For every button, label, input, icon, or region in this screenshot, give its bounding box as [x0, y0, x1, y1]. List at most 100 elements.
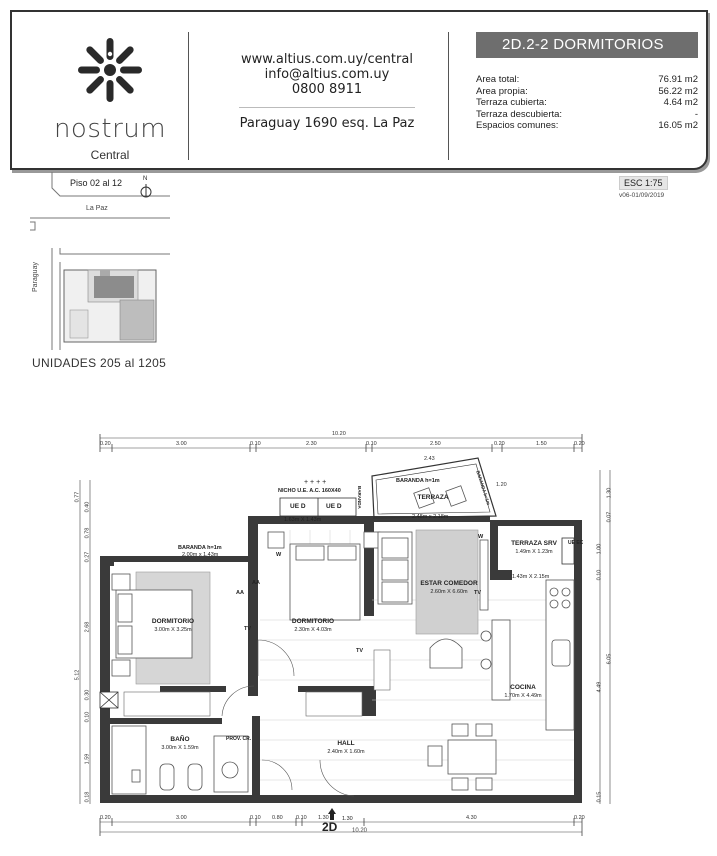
version-label: v06-01/09/2019 — [619, 192, 665, 199]
dim-right: 0.15 — [596, 791, 603, 803]
street-paraguay: Paraguay — [32, 262, 39, 292]
ue-dim: 1.63m X 1.43m — [284, 517, 322, 523]
dim-left: 0.30 — [84, 689, 91, 701]
contact-website[interactable]: www.altius.com.uy/central — [241, 52, 413, 67]
tv-label-2: TV — [356, 648, 364, 654]
dimension-lines — [79, 434, 611, 836]
dim-top: 0.10 — [250, 441, 261, 447]
room-terraza: TERRAZA — [417, 494, 449, 501]
dim-top: 1.50 — [536, 441, 547, 447]
dim-right: 0.10 — [596, 569, 603, 581]
partition — [373, 649, 391, 691]
dim-left: 0.10 — [84, 711, 91, 723]
floor-range-label: Piso 02 al 12 — [70, 178, 123, 188]
entry-dim: 1.30 — [342, 816, 353, 822]
armchair — [429, 638, 463, 669]
dim-right: 6.05 — [606, 653, 613, 665]
dim-left: 5.12 — [74, 669, 81, 681]
north-label: N — [143, 176, 148, 182]
washer-icon — [99, 691, 119, 709]
contact-divider — [239, 107, 415, 108]
dim-top-total: 10.20 — [332, 431, 346, 437]
contact-address: Paraguay 1690 esq. La Paz — [239, 116, 415, 131]
dim-top: 2.30 — [306, 441, 317, 447]
closets — [123, 691, 363, 717]
header-card: nostrum Central www.altius.com.uy/centra… — [10, 10, 708, 170]
unit-code-label: 2D — [322, 820, 338, 834]
terrace-chairs — [413, 485, 467, 509]
brand-subtitle: Central — [90, 148, 130, 162]
nicho-label: NICHO U.E. A.C. 160X40 — [278, 488, 341, 494]
dim-left: 0.78 — [84, 527, 91, 539]
north-arrow-icon — [140, 184, 152, 198]
svg-text:+ + + +: + + + + — [304, 479, 326, 486]
key-plan — [30, 172, 170, 350]
contact-email[interactable]: info@altius.com.uy — [264, 67, 390, 82]
bathroom-fixtures — [111, 725, 249, 795]
area-row: Area propia:56.22 m2 — [476, 85, 698, 97]
area-row: Terraza cubierta:4.64 m2 — [476, 97, 698, 108]
terraza-outline — [371, 457, 497, 519]
ue-ec-label: UE EC — [568, 540, 584, 546]
contact-phone: 0800 8911 — [291, 82, 363, 97]
ue-label-1: UE D — [290, 503, 306, 510]
ue-units: + + + + — [279, 479, 357, 517]
ue-ec-box — [561, 537, 575, 565]
area-row: Espacios comunes:16.05 m2 — [476, 120, 698, 131]
dim-bottom: 0.20 — [574, 815, 585, 821]
dim-terraza-top: 2.43 — [424, 456, 435, 462]
contact-block: www.altius.com.uy/central info@altius.co… — [202, 52, 452, 131]
baranda-label: BARANDA h=1m — [178, 545, 222, 551]
area-row: Area total:76.91 m2 — [476, 74, 698, 85]
dim-right: 1.30 — [606, 487, 613, 499]
dim-right: 0.07 — [606, 511, 613, 523]
dim-left: 0.27 — [84, 551, 91, 563]
aa-label-2: AA — [252, 580, 260, 586]
baranda-terraza-label: BARANDA h=1m — [396, 478, 440, 484]
street-la-paz: La Paz — [86, 205, 108, 212]
dim-bottom: 1.30 — [318, 815, 329, 821]
brand-name: nostrum — [53, 114, 167, 144]
dim-right: 4.49 — [596, 681, 603, 693]
dim-bottom-total: 10.20 — [352, 828, 368, 834]
dim-left: 2.68 — [84, 621, 91, 633]
dining-table — [427, 723, 497, 791]
sofa — [377, 531, 413, 605]
dim-top: 0.20 — [574, 441, 585, 447]
dim-bottom: 4.30 — [466, 815, 477, 821]
dim-top: 0.20 — [494, 441, 505, 447]
walls — [100, 516, 582, 803]
dim-bottom: 0.80 — [272, 815, 283, 821]
rug-estar — [415, 529, 479, 635]
key-plan-building — [63, 269, 157, 343]
terraza-srv-dim2: 1.43m X 2.15m — [512, 574, 550, 580]
dim-left: 1.59 — [84, 753, 91, 765]
dim-terraza-side: 1.20 — [496, 482, 507, 488]
dim-left: 0.18 — [84, 791, 91, 803]
asterisk-logo-icon — [78, 38, 142, 102]
dim-right: 1.00 — [596, 543, 603, 555]
dim-bottom: 3.00 — [176, 815, 187, 821]
kitchen-counter — [480, 579, 575, 731]
terraza-dim: 2.48m x 2.18m — [412, 514, 449, 520]
areas-table: Area total:76.91 m2 Area propia:56.22 m2… — [476, 74, 698, 132]
tv-label-1: TV — [244, 626, 252, 632]
header-divider-left — [188, 32, 189, 160]
entry-arrow-icon[interactable] — [328, 808, 336, 820]
area-row: Terraza descubierta:- — [476, 108, 698, 120]
baranda-dim: 2.00m x 1.43m — [182, 552, 219, 558]
dim-left: 0.77 — [74, 491, 81, 503]
bed-dorm1 — [111, 573, 193, 677]
ue-label-2: UE D — [326, 503, 342, 510]
tv-label-3: TV — [474, 590, 482, 596]
w-label-1: W — [276, 552, 282, 558]
dim-top: 3.00 — [176, 441, 187, 447]
dim-top: 0.10 — [366, 441, 377, 447]
bed-dorm2 — [267, 531, 381, 621]
